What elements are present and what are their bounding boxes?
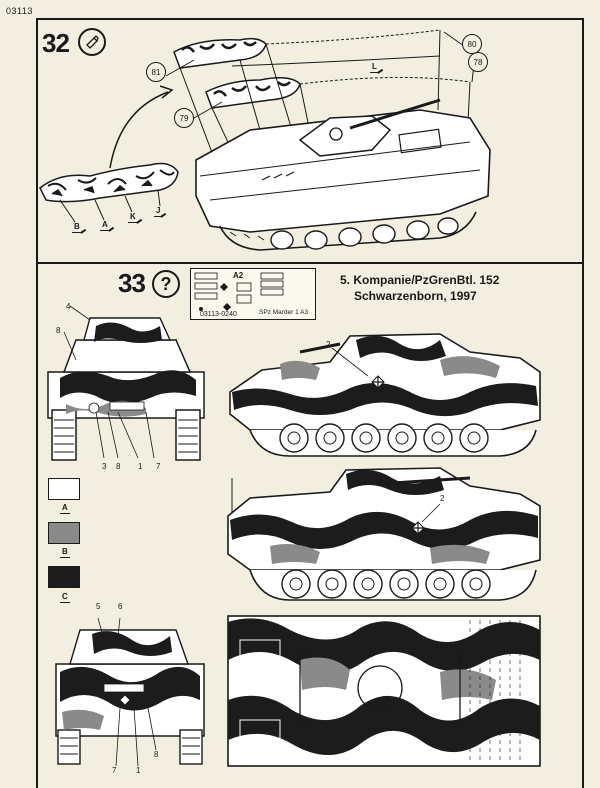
part-tag-a: A — [100, 220, 110, 231]
color-tag-c: C — [60, 592, 70, 603]
rear-part-5: 5 — [96, 602, 101, 611]
side-1-part-2: 2 — [326, 340, 331, 349]
part-tag-j: J — [154, 206, 163, 217]
page-code: 03113 — [6, 6, 33, 16]
decal-sheet-items — [194, 272, 284, 311]
callout-part-79: 79 — [174, 108, 194, 128]
front-part-4: 4 — [66, 302, 71, 311]
unit-title: 5. Kompanie/PzGrenBtl. 152 Schwarzenborn… — [340, 272, 499, 304]
unit-title-line-2: Schwarzenborn, 1997 — [354, 289, 477, 303]
unit-title-line-1: 5. Kompanie/PzGrenBtl. 152 — [340, 273, 500, 287]
side-2-part-2: 2 — [440, 494, 445, 503]
color-swatch-c — [48, 566, 80, 588]
rear-part-8: 8 — [154, 750, 159, 759]
front-part-7: 7 — [156, 462, 161, 471]
question-mark-icon: ? — [152, 270, 180, 298]
callout-part-78: 78 — [468, 52, 488, 72]
front-part-1: 1 — [138, 462, 143, 471]
side-view-vehicle-2 — [227, 467, 541, 601]
instruction-frame — [36, 18, 584, 788]
glue-tube-icon — [78, 28, 106, 56]
front-part-8-bottom: 8 — [116, 462, 121, 471]
color-swatch-b — [48, 522, 80, 544]
rear-view-vehicle — [55, 617, 205, 767]
front-part-8-top: 8 — [56, 326, 61, 335]
callout-part-81: 81 — [146, 62, 166, 82]
color-tag-b: B — [60, 547, 70, 558]
front-view-vehicle — [47, 305, 205, 461]
callout-part-80: 80 — [462, 34, 482, 54]
decal-vehicle-name: SPz Marder 1 A3 — [259, 309, 309, 316]
color-tag-a: A — [60, 503, 70, 514]
step-33-number: 33 — [118, 268, 146, 298]
loose-net-bundle — [39, 162, 179, 203]
decal-marking-label: A2 — [233, 271, 244, 280]
top-view-vehicle — [227, 615, 541, 767]
step-32-number: 32 — [42, 28, 70, 58]
part-tag-l: L — [370, 62, 379, 73]
decal-sheet-code: 03113-0240 — [200, 311, 237, 318]
part-tag-b: B — [72, 222, 82, 233]
side-view-vehicle-1 — [229, 333, 541, 457]
rear-part-7: 7 — [112, 766, 117, 775]
decal-sheet-diagram: A2 SPz Marder 1 A3 — [190, 268, 316, 320]
part-tag-k: K — [128, 212, 138, 223]
color-swatch-a — [48, 478, 80, 500]
rear-part-6: 6 — [118, 602, 123, 611]
front-part-3: 3 — [102, 462, 107, 471]
rear-part-1: 1 — [136, 766, 141, 775]
step-divider — [36, 262, 584, 264]
